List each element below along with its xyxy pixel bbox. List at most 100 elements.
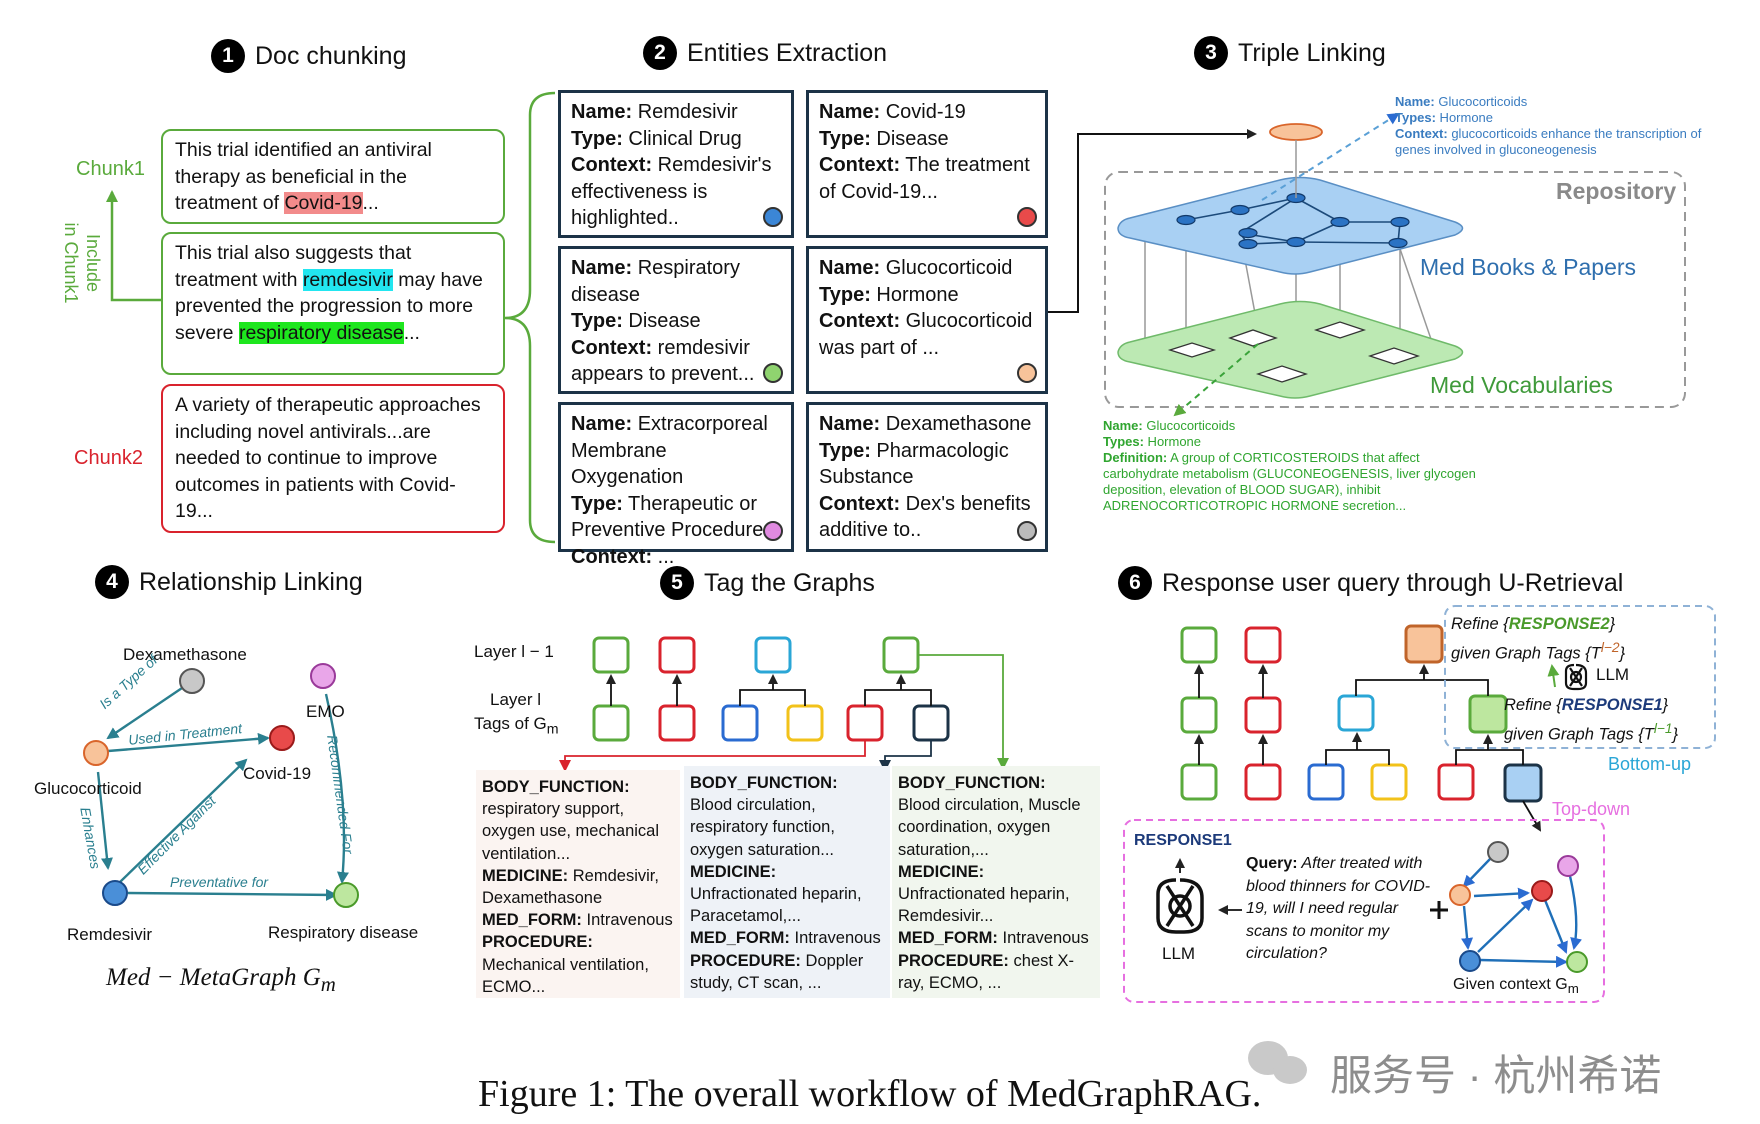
section-title-doc-chunking: 1 Doc chunking: [211, 39, 406, 73]
layer-top-label: Layer l − 1: [474, 642, 554, 661]
chunk-text: may have prevented the progression to mo…: [175, 268, 483, 344]
entities-to-repository-connector: [1038, 129, 1257, 313]
include-arrow: [106, 190, 161, 302]
layer-bottom-label: Layer l: [490, 690, 542, 709]
section-title-text: Triple Linking: [1238, 38, 1386, 67]
query-key: Query:: [1246, 855, 1298, 872]
section-title-text: Entities Extraction: [687, 38, 888, 67]
repository-graphic: [1104, 112, 1686, 417]
entity-card: Name: Extracorporeal Membrane Oxygenatio…: [558, 402, 794, 568]
llm-label-large: LLM: [1162, 944, 1196, 963]
entity-field-value: Disease: [870, 127, 949, 150]
tag-value: Intravenous: [789, 929, 881, 948]
tag-row: MED_FORM: Intravenous: [690, 927, 884, 949]
include-label-line2: in Chunk1: [61, 222, 81, 304]
chunk2-box: A variety of therapeutic approaches incl…: [161, 384, 505, 533]
info-key: Context:: [1395, 126, 1448, 141]
entity-field-key: Type:: [571, 310, 623, 332]
tag-value: Remdesivir, Dexamethasone: [482, 866, 659, 908]
entity-field-key: Name:: [819, 101, 881, 123]
watermark-text: 服务号 · 杭州希诺: [1330, 1052, 1662, 1099]
chunk-text: A variety of therapeutic approaches incl…: [175, 394, 481, 522]
entity-field-value: Remdesivir: [632, 101, 738, 123]
entity-field-key: Name:: [571, 413, 633, 435]
edge-label-preventative-for: Preventative for: [170, 874, 269, 890]
step-number-badge: 2: [643, 36, 677, 70]
entity-field-key: Context:: [819, 492, 901, 515]
node-label-glucocorticoid: Glucocorticoid: [34, 779, 142, 798]
llm-icon-large: [1156, 878, 1204, 934]
refine-text: Refine {: [1451, 615, 1509, 633]
tag-key: MED_FORM:: [690, 929, 790, 948]
chunk1-box-a: This trial identified an antiviral thera…: [161, 129, 505, 224]
tag-column-tmij: BODY_FUNCTION:Blood circulation, Muscle …: [892, 766, 1100, 998]
figure-caption: Figure 1: The overall workflow of MedGra…: [478, 1073, 1262, 1115]
chunk-text: This trial also suggests that treatment …: [175, 242, 412, 291]
tag-row: PROCEDURE: chest X-ray, ECMO, ...: [898, 950, 1094, 994]
node-label-covid-19: Covid-19: [243, 764, 312, 783]
section-title-text: Doc chunking: [255, 41, 407, 70]
info-value: Glucocorticoids: [1434, 94, 1528, 109]
tag-value: respiratory support, oxygen use, mechani…: [482, 800, 660, 863]
response1-label: RESPONSE1: [1134, 832, 1232, 849]
info-key: Types:: [1103, 434, 1144, 449]
tag-value: Doppler study, CT scan, ...: [690, 951, 864, 992]
tags-of-gm-label: Tags of Gm: [474, 714, 559, 737]
refine-response1-text: Refine {RESPONSE1} given Graph Tags {Tl−…: [1504, 693, 1678, 747]
bottom-up-label: Bottom-up: [1608, 754, 1692, 774]
tag-value: chest X-ray, ECMO, ...: [898, 951, 1075, 992]
tag-key: PROCEDURE:: [898, 951, 1009, 970]
given-tags-text: }: [1619, 644, 1626, 663]
tag-key: MEDICINE:: [898, 862, 985, 881]
response1-key: RESPONSE1: [1561, 696, 1663, 714]
entity-color-dot: [763, 521, 783, 541]
info-value: Hormone: [1143, 434, 1202, 449]
given-tags-text: given Graph Tags {T: [1504, 725, 1654, 744]
step-number-badge: 5: [660, 566, 694, 600]
tag-value: Intravenous: [997, 929, 1089, 948]
info-value: Glucocorticoids: [1142, 418, 1236, 433]
entity-field-key: Type:: [571, 492, 623, 515]
info-value: glucocorticoids enhance the transcriptio…: [1395, 126, 1702, 157]
step-number-badge: 3: [1194, 36, 1228, 70]
entity-field-value: Glucocorticoid: [880, 257, 1013, 279]
entity-field-value: Clinical Drug: [622, 127, 742, 150]
highlight-covid-19: Covid-19: [284, 192, 363, 214]
given-context-label: Given context Gm: [1453, 976, 1579, 996]
entity-field-key: Type:: [571, 127, 623, 150]
tag-key: MEDICINE:: [482, 866, 569, 885]
tag-row: Mechanical ventilation, ECMO...: [482, 954, 674, 998]
highlight-remdesivir: remdesivir: [302, 268, 393, 291]
entity-field-value: Dexamethasone: [880, 413, 1032, 435]
entity-field-key: Name:: [819, 257, 881, 279]
given-tags-superscript: l−2: [1600, 640, 1620, 655]
tag-key: BODY_FUNCTION:: [898, 774, 1046, 792]
refine-response2-text: Refine {RESPONSE2} given Graph Tags {Tl−…: [1451, 612, 1625, 666]
tag-row: MEDICINE:: [898, 861, 1094, 883]
include-in-chunk1-label: Include in Chunk1: [56, 208, 108, 318]
tag-column-tmi: BODY_FUNCTION:respiratory support, oxyge…: [476, 770, 680, 998]
tag-row: Blood circulation, respiratory function,…: [690, 794, 884, 861]
chunk2-label: Chunk2: [74, 447, 143, 469]
entity-field-value: The treatment of Covid-19...: [819, 154, 1030, 203]
given-context-subscript: m: [1567, 981, 1579, 997]
chunk1-box-b: This trial also suggests that treatment …: [161, 232, 505, 375]
llm-label-small: LLM: [1596, 665, 1630, 684]
entity-field-value: Hormone: [870, 283, 959, 306]
bottom-entity-info: Name: Glucocorticoids Types: Hormone Def…: [1103, 418, 1493, 514]
info-value: Hormone: [1435, 110, 1494, 125]
entity-field-key: Context:: [571, 336, 653, 359]
node-label-respiratory-disease: Respiratory disease: [268, 923, 419, 942]
entity-color-dot: [1017, 521, 1037, 541]
highlight-respiratory-disease: respiratory disease: [238, 321, 404, 344]
metagraph-caption: Med − MetaGraph Gm: [106, 964, 336, 997]
given-context-graph: [1449, 841, 1588, 973]
section-title-tag-the-graphs: 5 Tag the Graphs: [660, 566, 875, 600]
metagraph-caption-text: Med − MetaGraph G: [106, 964, 321, 991]
chunk-text: This trial identified an antiviral thera…: [175, 139, 432, 214]
given-tags-superscript: l−1: [1653, 721, 1673, 736]
